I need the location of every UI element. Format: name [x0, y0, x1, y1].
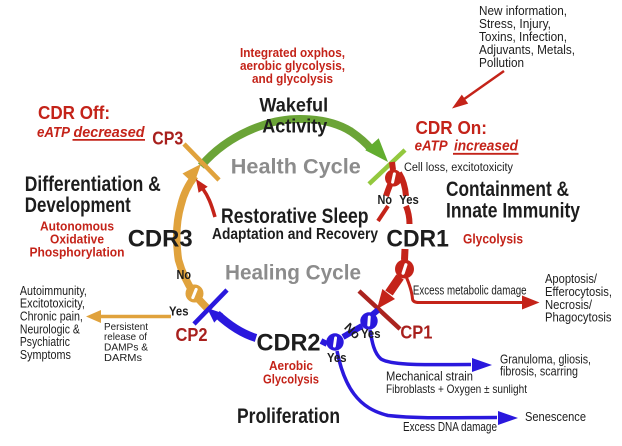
svg-text:Persistent: Persistent	[104, 321, 148, 333]
svg-text:Excess metabolic damage: Excess metabolic damage	[413, 283, 527, 298]
svg-text:Efferocytosis,: Efferocytosis,	[545, 284, 612, 299]
svg-text:Yes: Yes	[399, 193, 419, 207]
svg-text:Proliferation: Proliferation	[237, 405, 340, 428]
svg-text:Toxins, Infection,: Toxins, Infection,	[479, 30, 567, 44]
svg-text:CP3: CP3	[152, 129, 183, 149]
svg-text:aerobic glycolysis,: aerobic glycolysis,	[240, 59, 345, 73]
svg-text:CP2: CP2	[176, 325, 208, 345]
svg-text:CDR Off:: CDR Off:	[38, 102, 110, 123]
svg-text:eATP: eATP	[37, 125, 70, 141]
svg-text:No: No	[378, 193, 393, 207]
svg-text:Differentiation &: Differentiation &	[25, 173, 161, 196]
svg-text:Chronic pain,: Chronic pain,	[20, 310, 83, 324]
svg-text:CDR1: CDR1	[386, 226, 449, 253]
svg-text:Yes: Yes	[361, 327, 381, 341]
svg-text:release of: release of	[104, 331, 147, 343]
svg-text:Necrosis/: Necrosis/	[545, 297, 592, 312]
svg-text:Integrated oxphos,: Integrated oxphos,	[240, 46, 345, 60]
svg-text:Autoimmunity,: Autoimmunity,	[20, 284, 87, 298]
svg-text:Psychiatric: Psychiatric	[20, 335, 70, 349]
svg-text:Healing Cycle: Healing Cycle	[225, 261, 361, 285]
svg-text:Neurologic &: Neurologic &	[20, 322, 81, 336]
svg-text:CP1: CP1	[400, 322, 432, 342]
svg-text:Apoptosis/: Apoptosis/	[545, 271, 597, 286]
svg-text:Health Cycle: Health Cycle	[231, 155, 361, 179]
svg-text:Glycolysis: Glycolysis	[463, 231, 523, 247]
svg-text:Innate Immunity: Innate Immunity	[446, 199, 580, 222]
svg-text:Phosphorylation: Phosphorylation	[30, 245, 125, 260]
svg-text:Yes: Yes	[169, 305, 189, 319]
svg-text:eATP: eATP	[415, 139, 448, 155]
svg-text:Mechanical strain: Mechanical strain	[386, 368, 473, 383]
svg-text:Wakeful: Wakeful	[259, 96, 328, 117]
svg-text:Senescence: Senescence	[525, 409, 586, 424]
svg-text:Oxidative: Oxidative	[50, 232, 104, 247]
svg-text:Fibroblasts + Oxygen ± sunligh: Fibroblasts + Oxygen ± sunlight	[386, 382, 528, 396]
svg-text:Stress, Injury,: Stress, Injury,	[479, 17, 551, 31]
svg-text:Adjuvants, Metals,: Adjuvants, Metals,	[479, 43, 575, 57]
svg-text:CDR On:: CDR On:	[416, 117, 488, 138]
svg-text:increased: increased	[454, 139, 519, 155]
svg-text:No: No	[177, 268, 192, 282]
svg-text:CDR3: CDR3	[128, 226, 193, 253]
svg-text:Symptoms: Symptoms	[20, 348, 71, 362]
svg-text:Pollution: Pollution	[479, 56, 524, 70]
svg-text:and glycolysis: and glycolysis	[252, 72, 333, 86]
svg-text:DAMPs &: DAMPs &	[104, 342, 148, 354]
svg-text:Activity: Activity	[262, 117, 327, 138]
svg-text:Excitotoxicity,: Excitotoxicity,	[20, 297, 85, 311]
svg-text:Development: Development	[25, 194, 131, 217]
svg-text:Excess DNA damage: Excess DNA damage	[403, 420, 497, 434]
svg-text:Cell loss, excitotoxicity: Cell loss, excitotoxicity	[404, 162, 513, 174]
svg-text:decreased: decreased	[74, 125, 146, 141]
svg-text:fibrosis, scarring: fibrosis, scarring	[500, 364, 578, 379]
svg-text:Containment &: Containment &	[446, 178, 569, 201]
svg-text:Adaptation and Recovery: Adaptation and Recovery	[212, 226, 378, 243]
svg-text:DARMs: DARMs	[104, 352, 142, 364]
svg-text:Granuloma, gliosis,: Granuloma, gliosis,	[500, 352, 591, 367]
svg-text:Phagocytosis: Phagocytosis	[545, 310, 612, 325]
svg-text:New information,: New information,	[479, 4, 567, 18]
svg-text:CDR2: CDR2	[257, 330, 321, 357]
svg-text:Yes: Yes	[327, 351, 347, 365]
svg-text:Restorative Sleep: Restorative Sleep	[221, 205, 369, 228]
svg-text:Aerobic: Aerobic	[269, 358, 313, 373]
svg-text:Autonomous: Autonomous	[40, 218, 114, 233]
svg-text:Glycolysis: Glycolysis	[263, 372, 319, 387]
